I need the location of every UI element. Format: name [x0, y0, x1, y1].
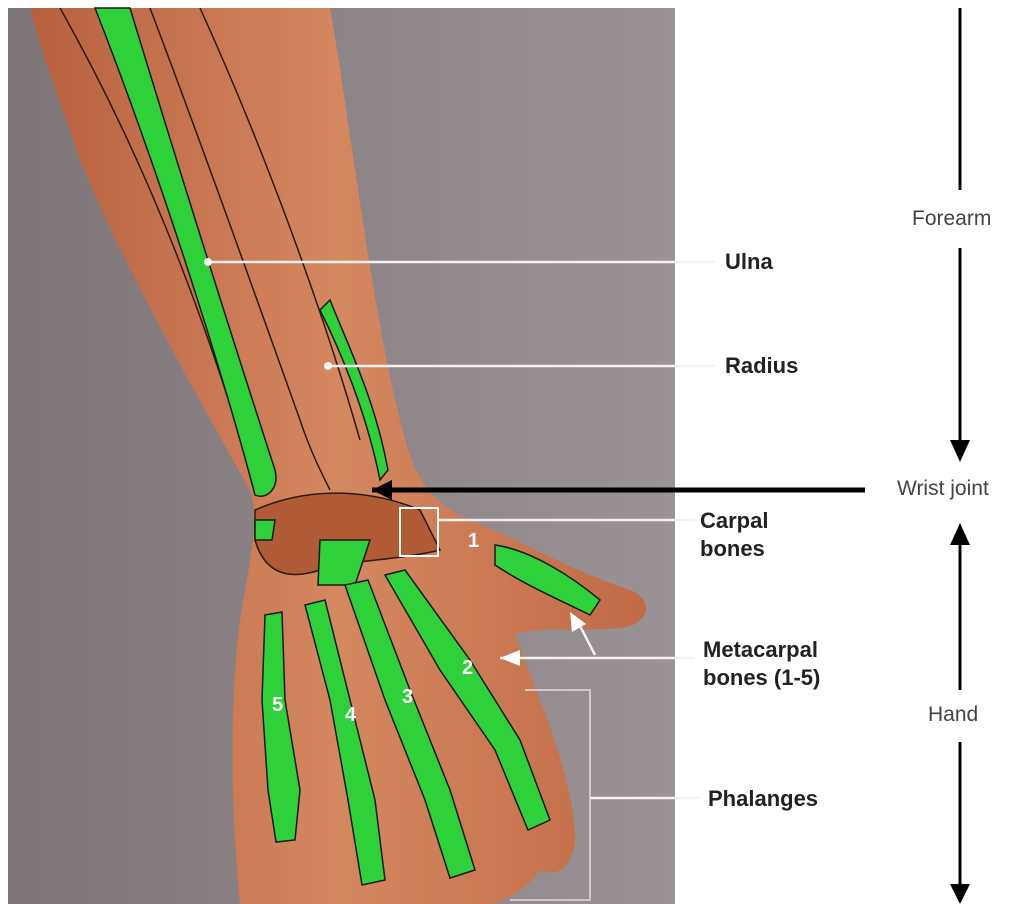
metacarpal-label-line2: bones (1-5): [703, 664, 820, 692]
hand-arrow-down: [950, 884, 970, 904]
hand-region-label: Hand: [926, 703, 980, 727]
carpal-label-line2: bones: [700, 535, 768, 563]
carpal-label: Carpal bones: [700, 507, 768, 563]
carpal-label-line1: Carpal: [700, 507, 768, 535]
ulna-label: Ulna: [725, 248, 773, 276]
wrist-joint-label: Wrist joint: [895, 477, 991, 501]
radius-label: Radius: [725, 352, 798, 380]
number-1: 1: [468, 530, 479, 553]
number-2: 2: [462, 657, 473, 680]
number-3: 3: [402, 686, 413, 709]
forearm-arrow-down: [950, 440, 970, 462]
phalanges-label: Phalanges: [708, 785, 818, 813]
metacarpal-label-line1: Metacarpal: [703, 636, 820, 664]
radius-dot: [324, 362, 332, 370]
forearm-region-label: Forearm: [910, 207, 993, 231]
carpal-green-2: [255, 520, 275, 540]
hand-arrow-up: [950, 523, 970, 545]
number-4: 4: [345, 704, 356, 727]
number-5: 5: [272, 694, 283, 717]
ulna-dot: [204, 258, 212, 266]
metacarpal-label: Metacarpal bones (1-5): [703, 636, 820, 692]
